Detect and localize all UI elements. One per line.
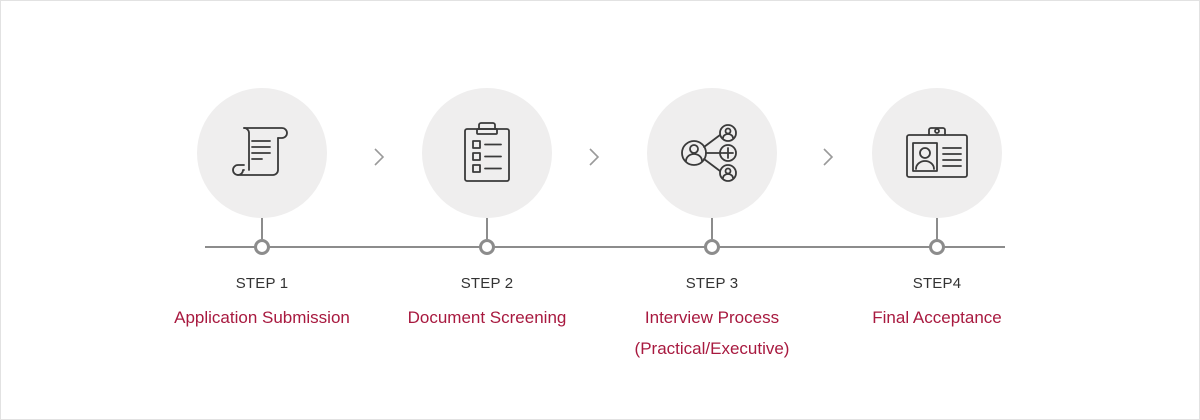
step-number: STEP 2 [460, 275, 514, 292]
step-title: Application Submission [174, 308, 350, 327]
step-final-acceptance: STEP4 Final Acceptance [807, 0, 1067, 420]
step-number: STEP 3 [685, 275, 739, 292]
step-application-submission: STEP 1 Application Submission [132, 0, 392, 420]
step-connector [261, 218, 263, 239]
step-connector [936, 218, 938, 239]
step-title-line: (Practical/Executive) [634, 339, 790, 358]
timeline-node [929, 239, 945, 255]
step-icon-circle [872, 88, 1002, 218]
step-connector [711, 218, 713, 239]
network-people-icon [681, 124, 737, 182]
scroll-document-icon [232, 127, 288, 176]
step-title: Interview Process (Practical/Executive) [582, 302, 842, 364]
clipboard-checklist-icon [464, 122, 510, 182]
step-icon-circle [647, 88, 777, 218]
timeline-node [704, 239, 720, 255]
step-title: Document Screening [407, 308, 567, 327]
id-badge-icon [906, 127, 968, 178]
step-number: STEP 1 [235, 275, 289, 292]
step-title-line: Interview Process [644, 308, 780, 327]
timeline-node [254, 239, 270, 255]
step-number: STEP4 [912, 275, 962, 292]
chevron-right-icon [823, 148, 834, 166]
step-title: Final Acceptance [872, 308, 1002, 327]
step-document-screening: STEP 2 Document Screening [357, 0, 617, 420]
step-interview-process: STEP 3 Interview Process (Practical/Exec… [582, 0, 842, 420]
step-connector [486, 218, 488, 239]
timeline-line [205, 246, 1005, 248]
step-icon-circle [422, 88, 552, 218]
timeline-node [479, 239, 495, 255]
step-icon-circle [197, 88, 327, 218]
chevron-right-icon [589, 148, 600, 166]
chevron-right-icon [374, 148, 385, 166]
